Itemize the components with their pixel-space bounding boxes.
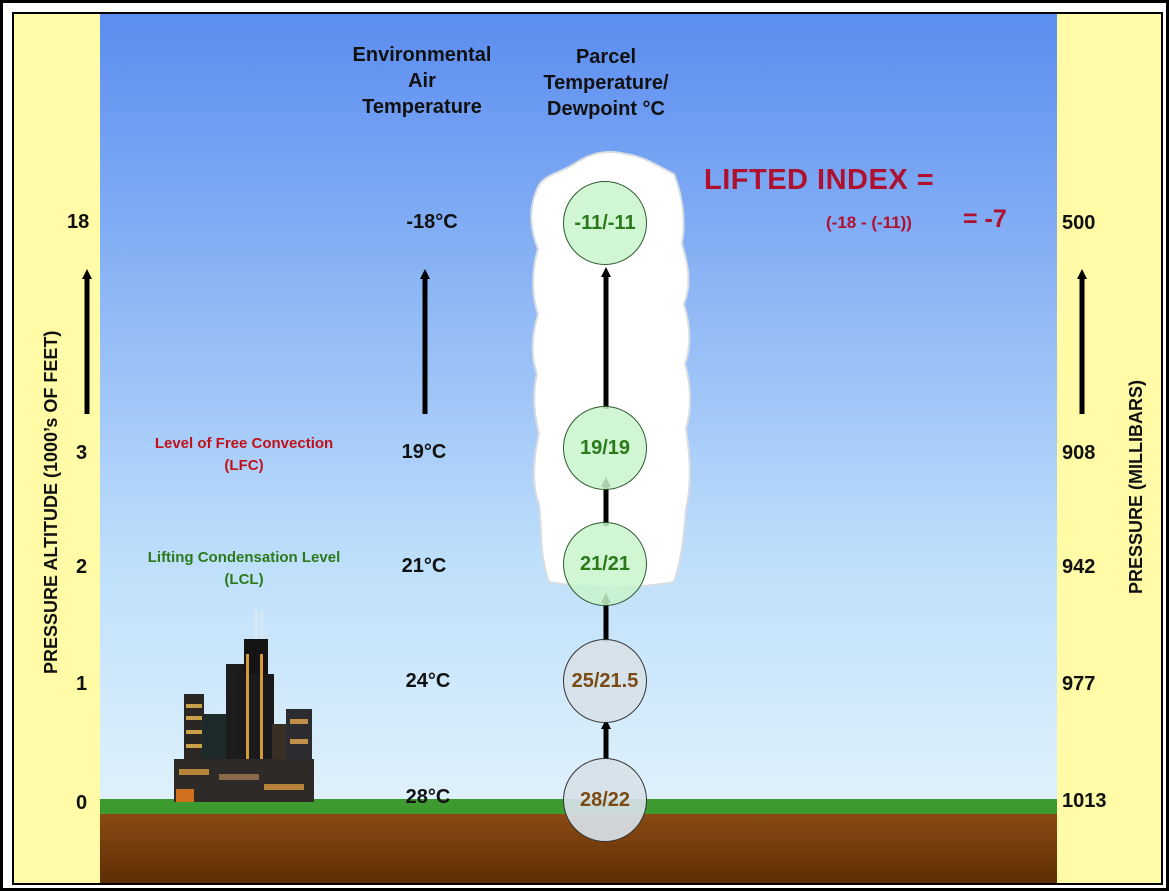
right-axis-label: PRESSURE (MILLIBARS): [1126, 379, 1146, 594]
environmental-temp: -18°C: [406, 211, 458, 233]
environmental-header-line-2: Air: [408, 70, 436, 92]
parcel-circle: 19/19: [563, 406, 647, 490]
parcel-circle: 28/22: [563, 758, 647, 842]
parcel-header-line-2: Temperature/: [543, 72, 669, 94]
right-axis-panel: [1053, 14, 1161, 883]
pressure-tick: 908: [1062, 442, 1096, 464]
parcel-circle: -11/-11: [563, 181, 647, 265]
environmental-temp: 19°C: [401, 441, 447, 463]
cloud-icon: [530, 151, 692, 589]
lfc-label-line-1: Level of Free Convection: [154, 435, 334, 452]
parcel-header-line-1: Parcel: [575, 46, 637, 68]
figure-canvas: Environmental Air Temperature Parcel Tem…: [12, 12, 1163, 885]
pressure-tick: 500: [1062, 212, 1096, 234]
environmental-header: Environmental Air Temperature: [332, 42, 512, 120]
lifted-index-result: = -7: [963, 205, 1007, 233]
altitude-tick: 2: [76, 556, 88, 578]
environmental-temp: 24°C: [405, 670, 451, 692]
lfc-label-line-2: (LFC): [224, 457, 264, 474]
lcl-label: Lifting Condensation Level (LCL): [94, 547, 394, 591]
parcel-header: Parcel Temperature/ Dewpoint °C: [520, 44, 692, 122]
diagram-graphics: [82, 151, 1087, 802]
city-skyline-icon: [174, 610, 314, 802]
environmental-temp: 21°C: [401, 555, 447, 577]
parcel-header-line-3: Dewpoint °C: [547, 98, 665, 120]
left-axis-panel: [14, 14, 100, 883]
pressure-tick: 1013: [1062, 790, 1107, 812]
altitude-tick: 3: [76, 442, 88, 464]
parcel-circle: 25/21.5: [563, 639, 647, 723]
lcl-label-line-2: (LCL): [224, 571, 264, 588]
pressure-tick: 942: [1062, 556, 1096, 578]
environmental-header-line-1: Environmental: [352, 44, 492, 66]
left-axis-label: PRESSURE ALTITUDE (1000’s OF FEET): [41, 330, 61, 674]
altitude-tick: 1: [76, 673, 88, 695]
environmental-header-line-3: Temperature: [362, 96, 482, 118]
lfc-label: Level of Free Convection (LFC): [94, 433, 394, 477]
parcel-circle: 21/21: [563, 522, 647, 606]
lcl-label-line-1: Lifting Condensation Level: [147, 549, 341, 566]
altitude-tick: 0: [76, 792, 88, 814]
lifted-index-expression: (-18 - (-11)): [826, 213, 912, 232]
pressure-tick: 977: [1062, 673, 1096, 695]
lifted-index-title: LIFTED INDEX =: [704, 164, 935, 196]
environmental-temp: 28°C: [405, 786, 451, 808]
altitude-tick: 18: [67, 211, 90, 233]
